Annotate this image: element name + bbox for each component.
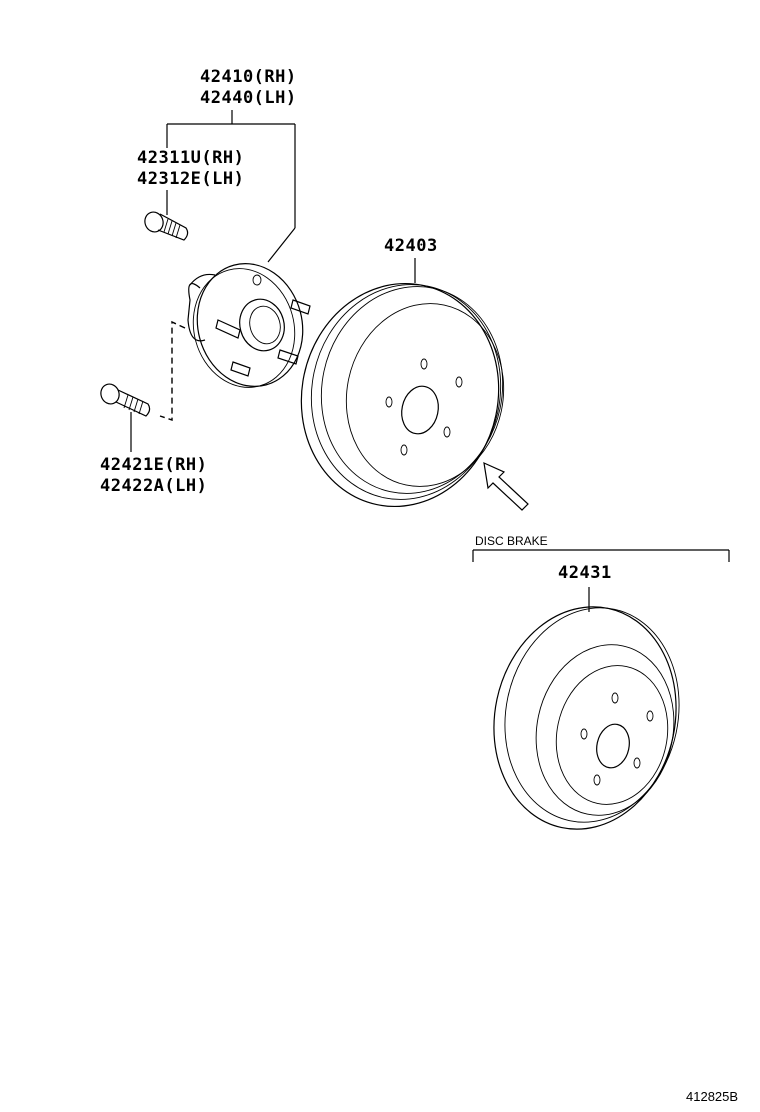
disc-brake-label: DISC BRAKE	[475, 534, 548, 548]
hub-bolt-part-rh[interactable]: 42311U(RH)	[137, 148, 245, 168]
hub-bolt-part-lh[interactable]: 42312E(LH)	[137, 169, 245, 189]
view-arrow-icon	[483, 461, 529, 511]
mounting-dashed-line	[159, 320, 186, 421]
hub-assembly-part-rh[interactable]: 42410(RH)	[200, 67, 297, 87]
disc-brake-bracket	[472, 549, 730, 612]
illustration-id: 412825B	[686, 1089, 739, 1104]
hub-bolt-icon	[144, 211, 189, 241]
mounting-bolt-icon	[100, 383, 151, 452]
mounting-bolt-part-lh[interactable]: 42422A(LH)	[100, 476, 208, 496]
mounting-bolt-part-rh[interactable]: 42421E(RH)	[100, 455, 208, 475]
brake-drum-icon	[300, 258, 505, 508]
hub-assembly-part-lh[interactable]: 42440(LH)	[200, 88, 297, 108]
hub-assembly-leader	[166, 110, 296, 263]
brake-drum-part[interactable]: 42403	[384, 236, 438, 256]
brake-rotor-icon	[493, 606, 680, 830]
brake-rotor-part[interactable]: 42431	[558, 563, 612, 583]
hub-assembly-icon	[187, 263, 311, 388]
